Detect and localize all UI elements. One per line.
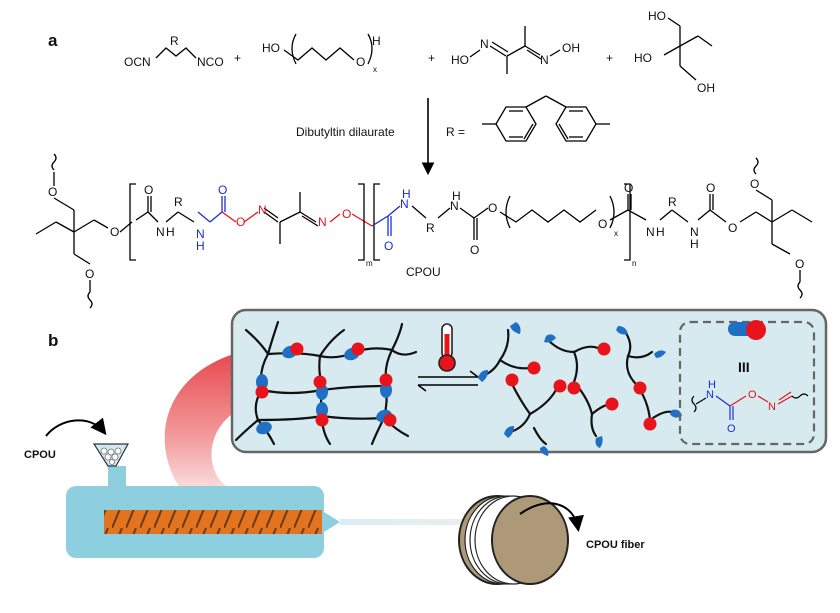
plus-sign-2: +	[428, 51, 435, 65]
subscript-n: n	[632, 259, 636, 268]
h-group: H	[372, 34, 381, 48]
trimethylolpropane: HO HO OH	[634, 9, 715, 95]
extruder	[66, 443, 340, 558]
chain-o-carbonyl-1: O	[144, 183, 153, 197]
chain-h-4: H	[452, 189, 461, 203]
cpou-fiber-strand	[340, 519, 480, 525]
chain-r-1: R	[174, 195, 183, 209]
chain-h-5: H	[656, 225, 665, 239]
chain-o-6: O	[750, 177, 759, 191]
nco-group: NCO	[197, 55, 224, 69]
chain-o-carbonyl-6: O	[706, 181, 715, 195]
r-equals-label: R =	[446, 125, 465, 139]
chain-o-2: O	[85, 267, 94, 281]
r-group: R	[170, 34, 179, 48]
chain-n-2: N	[196, 227, 205, 241]
panel-b-label: b	[48, 331, 58, 350]
ho-group: HO	[262, 41, 280, 55]
chain-o-5: O	[728, 221, 737, 235]
equilibrium-arrows	[417, 370, 479, 392]
tmp-ho-left: HO	[634, 51, 652, 65]
ocn-group: OCN	[124, 55, 151, 69]
heat-transfer-swirl	[164, 352, 240, 515]
chain-n-4: N	[450, 199, 459, 213]
tmp-oh-bottom: OH	[697, 81, 715, 95]
chain-o-3: O	[110, 225, 119, 239]
chain-o-1: O	[48, 185, 57, 199]
catalyst-label: Dibutyltin dilaurate	[296, 125, 395, 139]
cpou-polymer-chain: O O O O N H R	[35, 153, 813, 309]
fiber-label: CPOU fiber	[586, 539, 645, 551]
equivalence-mark: III	[738, 359, 750, 375]
chain-n-oxime-2: N	[318, 215, 327, 229]
chain-h-1: H	[166, 225, 175, 239]
spool-rotation-arrow	[519, 502, 584, 532]
inset-n-imine: N	[768, 401, 776, 413]
fiber-spool	[458, 495, 569, 585]
subscript-x: x	[614, 229, 618, 238]
feed-label: CPOU	[24, 449, 56, 461]
free-chain-ends	[478, 322, 682, 456]
ether-oxygen: O	[356, 55, 365, 69]
chain-h-2: H	[196, 239, 205, 253]
feed-arrow	[45, 417, 107, 437]
chain-r-2: R	[426, 221, 435, 235]
bead-pair-icon	[728, 320, 766, 340]
oxime-carbamate-structure: N H O O N	[691, 379, 809, 435]
crosslink-beads	[255, 342, 397, 435]
inset-n: N	[706, 389, 714, 401]
chain-o-carbonyl-3: O	[384, 239, 393, 253]
dioxime: HO N N OH	[451, 26, 580, 74]
tmp-ho-top: HO	[648, 9, 666, 23]
inset-o: O	[748, 389, 757, 401]
x-subscript: x	[373, 65, 377, 74]
chain-n-6: N	[690, 225, 699, 239]
chain-o-carbonyl-2: O	[218, 183, 227, 197]
plus-sign-1: +	[234, 51, 241, 65]
chain-h-6: H	[690, 237, 699, 251]
chain-h-3: H	[402, 187, 411, 201]
chain-r-3: R	[668, 195, 677, 209]
chain-n-oxime-1: N	[258, 203, 267, 217]
chain-o-carbonyl-4: O	[470, 243, 479, 257]
chain-o-carbonyl-5: O	[624, 181, 633, 195]
chain-o-4: O	[488, 201, 497, 215]
oxime-n2: N	[540, 53, 549, 67]
chain-n-5: N	[646, 225, 655, 239]
oxime-oh: OH	[562, 41, 580, 55]
inset-o-carbonyl: O	[727, 423, 736, 435]
diisocyanate: OCN R NCO	[124, 34, 224, 69]
oxime-ho: HO	[451, 53, 469, 67]
chain-n-3: N	[400, 197, 409, 211]
chain-o-oxime-1: O	[236, 215, 245, 229]
inset-h: H	[708, 379, 716, 391]
subscript-m: m	[366, 259, 373, 268]
mdi-structure	[482, 95, 610, 142]
extruder-screw	[104, 510, 322, 534]
chain-o-7: O	[795, 257, 804, 271]
chain-ether-o: O	[598, 217, 607, 231]
chain-n-1: N	[156, 225, 165, 239]
panel-a-label: a	[48, 31, 58, 50]
thermometer-icon	[438, 323, 456, 372]
oxime-n1: N	[480, 37, 489, 51]
plus-sign-3: +	[606, 51, 613, 65]
cpou-name-label: CPOU	[406, 265, 441, 279]
polyether-diol: HO O H x	[262, 33, 381, 74]
chain-o-oxime-2: O	[342, 207, 351, 221]
